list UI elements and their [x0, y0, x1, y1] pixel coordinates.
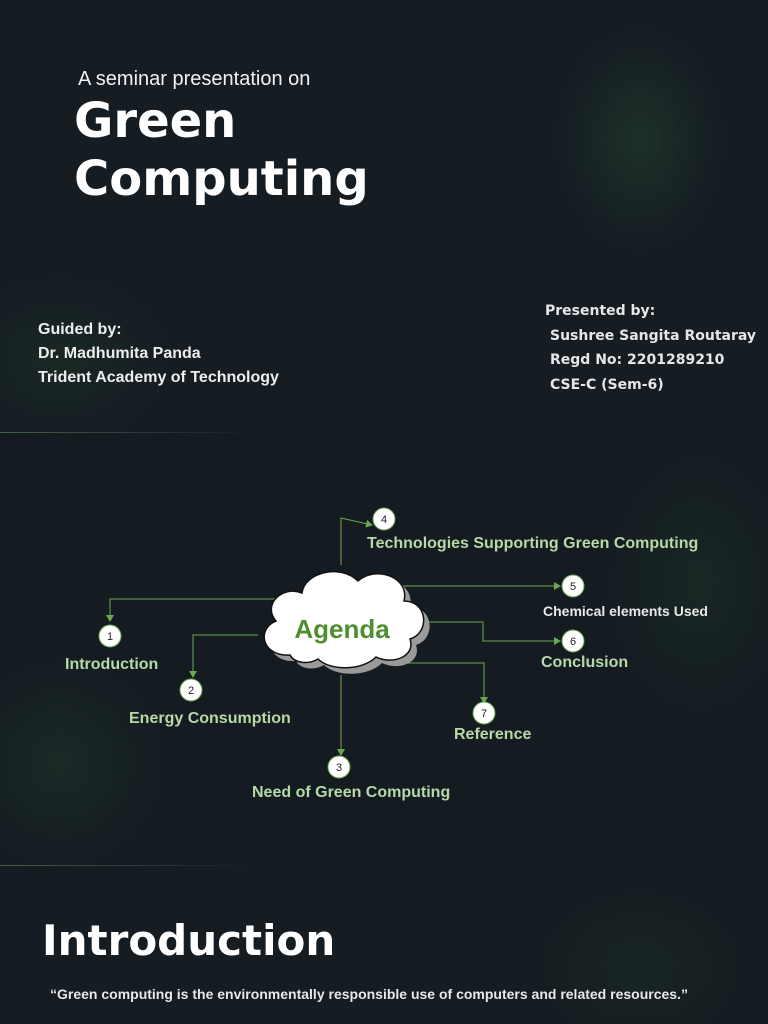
svg-text:6: 6: [570, 636, 576, 648]
agenda-diagram: Agenda 1 2 3 4 5 6 7: [98, 507, 585, 779]
agenda-number-5: [561, 574, 585, 598]
agenda-number-6: [561, 629, 585, 653]
svg-text:2: 2: [188, 685, 194, 697]
agenda-item-introduction: Introduction: [65, 656, 159, 673]
agenda-title: Agenda: [294, 614, 390, 644]
guide-institution: Trident Academy of Technology: [38, 369, 279, 386]
presentation-title: Green Computing: [74, 92, 369, 208]
agenda-cloud: [263, 570, 425, 669]
presenter-section: CSE-C (Sem-6): [550, 376, 664, 393]
svg-text:5: 5: [570, 581, 576, 593]
connector-7: [405, 662, 488, 704]
agenda-item-technologies: Technologies Supporting Green Computing: [367, 535, 699, 552]
agenda-number-4: [372, 507, 396, 531]
presented-by-block: Presented by: Sushree Sangita Routaray R…: [545, 299, 756, 397]
svg-text:1: 1: [107, 631, 113, 643]
agenda-item-conclusion: Conclusion: [541, 654, 629, 671]
agenda-number-3: [327, 755, 351, 779]
presenter-regd: Regd No: 2201289210: [550, 352, 725, 368]
connector-6: [420, 621, 561, 645]
connector-2: [189, 634, 258, 678]
introduction-heading: Introduction: [42, 916, 336, 965]
introduction-slide: Introduction “Green computing is the env…: [0, 866, 768, 1024]
connector-4: [340, 517, 373, 565]
presented-heading: Presented by:: [545, 303, 656, 319]
title-line-2: Computing: [74, 151, 369, 207]
presenter-name: Sushree Sangita Routaray: [550, 327, 757, 344]
guide-name: Dr. Madhumita Panda: [38, 345, 201, 362]
agenda-slide: Agenda 1 2 3 4 5 6 7 Introduction Energy…: [0, 433, 768, 865]
introduction-quote: “Green computing is the environmentally …: [50, 986, 688, 1002]
agenda-item-chemical-elements: Chemical elements Used: [543, 603, 708, 619]
agenda-number-7: [472, 701, 496, 725]
connector-1: [106, 598, 300, 622]
svg-text:3: 3: [336, 762, 342, 774]
slide-divider: [0, 432, 260, 433]
agenda-number-2: [179, 678, 203, 702]
agenda-number-1: [98, 624, 122, 648]
slide-divider: [0, 865, 260, 866]
svg-text:7: 7: [481, 708, 487, 720]
agenda-item-reference: Reference: [454, 726, 532, 743]
presentation-subtitle: A seminar presentation on: [78, 68, 311, 90]
guided-heading: Guided by:: [38, 321, 122, 338]
title-slide: A seminar presentation on Green Computin…: [0, 0, 768, 432]
agenda-item-need: Need of Green Computing: [252, 784, 451, 801]
agenda-item-energy-consumption: Energy Consumption: [129, 710, 291, 727]
svg-text:4: 4: [381, 514, 387, 526]
title-line-1: Green: [74, 93, 237, 149]
guided-by-block: Guided by: Dr. Madhumita Panda Trident A…: [38, 318, 279, 390]
